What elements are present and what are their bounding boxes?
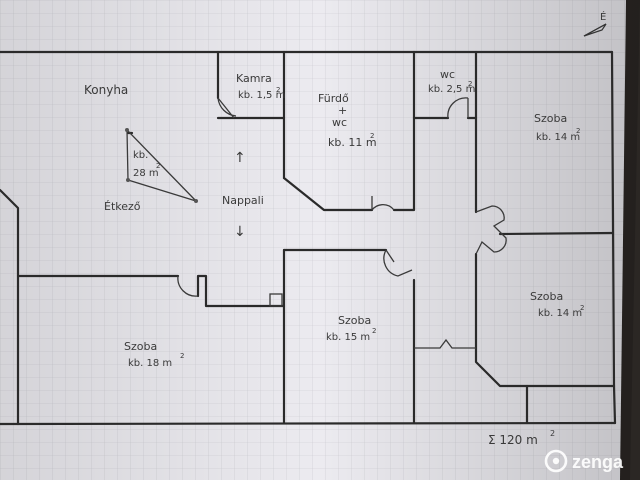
room-ne-area: kb. 14 m bbox=[536, 132, 580, 143]
dining-area-sup: 2 bbox=[156, 162, 160, 170]
room-s-area-sup: 2 bbox=[372, 327, 376, 335]
room-ne-area-sup: 2 bbox=[576, 127, 580, 135]
room-labels: Konyha Kamra kb. 1,5 m 2 Fürdő + wc kb. … bbox=[84, 68, 584, 447]
interior-walls bbox=[16, 50, 616, 425]
total-area-sup: 2 bbox=[550, 429, 555, 438]
dining-area-a: kb. bbox=[133, 150, 148, 161]
north-label: É bbox=[600, 10, 606, 23]
pantry-area-sup: 2 bbox=[276, 86, 280, 94]
room-ne-label: Szoba bbox=[534, 112, 567, 125]
arrow-up: ↑ bbox=[234, 150, 246, 166]
pantry-area: kb. 1,5 m bbox=[238, 90, 285, 101]
zenga-watermark: zenga bbox=[544, 449, 624, 473]
zenga-logo-icon bbox=[544, 449, 568, 473]
bath-label: Fürdő bbox=[318, 92, 349, 105]
watermark-brand: zenga bbox=[572, 452, 624, 472]
arrow-down: ↓ bbox=[234, 224, 246, 240]
dining-area-b: 28 m bbox=[133, 168, 159, 179]
bath-plus: + bbox=[338, 104, 347, 117]
dining-label: Étkező bbox=[104, 200, 141, 213]
room-sw-area-sup: 2 bbox=[180, 352, 184, 360]
room-s-label: Szoba bbox=[338, 314, 371, 327]
room-se-area-sup: 2 bbox=[580, 304, 584, 312]
room-sw-area: kb. 18 m bbox=[128, 358, 172, 369]
room-se-area: kb. 14 m bbox=[538, 308, 582, 319]
total-area: Σ 120 m bbox=[488, 433, 538, 447]
north-arrow-icon: É bbox=[583, 10, 607, 37]
wc-area-sup: 2 bbox=[468, 80, 472, 88]
kitchen-label: Konyha bbox=[84, 83, 128, 97]
living-label: Nappali bbox=[222, 194, 264, 207]
pantry-label: Kamra bbox=[236, 72, 272, 85]
bath-area: kb. 11 m bbox=[328, 136, 377, 149]
room-s-area: kb. 15 m bbox=[326, 332, 370, 343]
bath-area-sup: 2 bbox=[370, 132, 374, 140]
wc-area: kb. 2,5 m bbox=[428, 84, 475, 95]
door-swings bbox=[177, 97, 507, 307]
room-se-label: Szoba bbox=[530, 290, 563, 303]
wc-label: wc bbox=[440, 68, 455, 81]
bath-wc: wc bbox=[332, 116, 347, 129]
dining-triangle bbox=[125, 128, 198, 203]
room-sw-label: Szoba bbox=[124, 340, 157, 353]
outer-walls bbox=[0, 50, 617, 426]
